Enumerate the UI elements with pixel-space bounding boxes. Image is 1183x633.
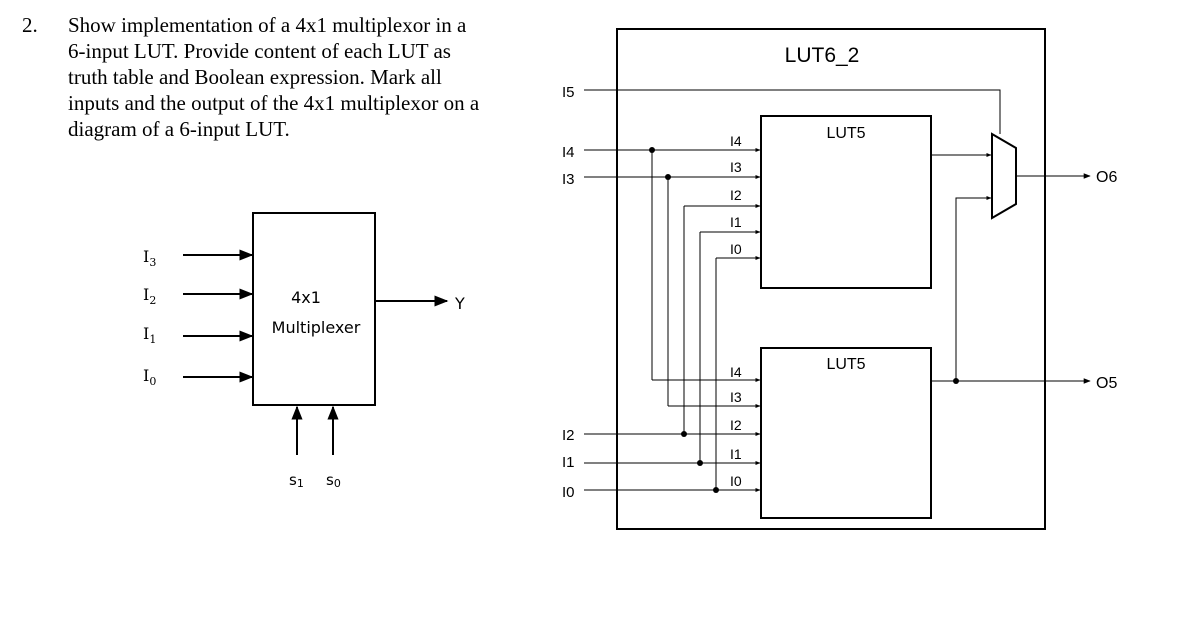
question-line-1: Show implementation of a 4x1 multiplexor… xyxy=(68,13,467,37)
lower-lut-to-mux-wire xyxy=(955,196,992,381)
mux-select-s1-label: s1 xyxy=(289,471,304,490)
lower-pin-i3-label: I3 xyxy=(730,389,742,405)
upper-pin-i0-label: I0 xyxy=(730,241,742,257)
question-block: 2. Show implementation of a 4x1 multiple… xyxy=(22,12,542,142)
lut6-title: LUT6_2 xyxy=(785,44,860,67)
lower-pin-i0-label: I0 xyxy=(730,473,742,489)
lut6-input-i5-label: I5 xyxy=(562,84,575,101)
lower-pin-i1-label: I1 xyxy=(730,446,742,462)
upper-pin-i4-label: I4 xyxy=(730,133,742,149)
upper-pin-i2-label: I2 xyxy=(730,187,742,203)
lut6-diagram: LUT6_2 I5 I4 I3 I2 I1 I0 LUT5 xyxy=(562,28,1117,530)
upper-lut5-box xyxy=(760,115,932,289)
question-text: Show implementation of a 4x1 multiplexor… xyxy=(68,12,542,142)
mux-input-i3-label: I3 xyxy=(143,247,156,269)
question-line-3: truth table and Boolean expression. Mark… xyxy=(68,65,442,89)
mux-select-s0-label: s0 xyxy=(326,471,341,490)
upper-lut5-title: LUT5 xyxy=(826,125,865,142)
mux-input-i1-label: I1 xyxy=(143,324,156,346)
lut6-input-i1-label: I1 xyxy=(562,454,575,471)
lower-pin-i2-label: I2 xyxy=(730,417,742,433)
lower-lut5-title: LUT5 xyxy=(826,356,865,373)
question-line-5: diagram of a 6-input LUT. xyxy=(68,117,290,141)
lut6-box xyxy=(616,28,1046,530)
mux-diagram: 4x1 Multiplexer I3 I2 I1 I0 Y s1 s0 xyxy=(143,212,465,490)
lut6-input-i4-label: I4 xyxy=(562,144,575,161)
wire-i5 xyxy=(584,89,1001,134)
upper-pin-i1-label: I1 xyxy=(730,214,742,230)
mux-box xyxy=(252,212,376,406)
o6-output-label: O6 xyxy=(1096,169,1117,186)
question-number: 2. xyxy=(22,13,38,37)
lut6-input-i2-label: I2 xyxy=(562,427,575,444)
question-line-4: inputs and the output of the 4x1 multipl… xyxy=(68,91,480,115)
mux-subtitle: Multiplexer xyxy=(272,318,361,337)
mux-output-label: Y xyxy=(454,294,465,313)
mux-title: 4x1 xyxy=(291,288,321,307)
mux-input-i2-label: I2 xyxy=(143,285,156,307)
question-line-2: 6-input LUT. Provide content of each LUT… xyxy=(68,39,451,63)
upper-pin-i3-label: I3 xyxy=(730,159,742,175)
output-mux-symbol xyxy=(991,132,1017,220)
mux-input-i0-label: I0 xyxy=(143,366,156,388)
o5-output-label: O5 xyxy=(1096,375,1117,392)
lut6-input-i3-label: I3 xyxy=(562,171,575,188)
lower-lut5-box xyxy=(760,347,932,519)
lower-pin-i4-label: I4 xyxy=(730,364,742,380)
lut6-input-i0-label: I0 xyxy=(562,484,575,501)
